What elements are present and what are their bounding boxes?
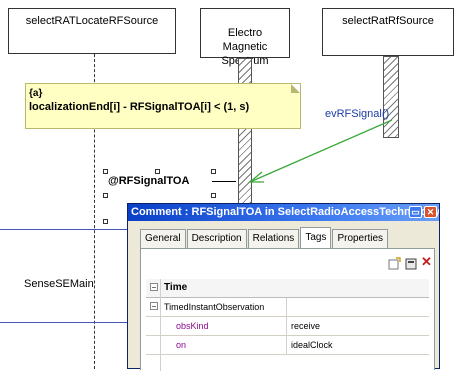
selection-handle[interactable] <box>211 169 216 174</box>
section-title: Time <box>164 282 188 293</box>
new-tag-icon[interactable] <box>388 257 401 270</box>
activation-bar <box>383 56 399 138</box>
restore-icon[interactable]: ▭ <box>409 206 422 218</box>
window-title: Comment : RFSignalTOA in SelectRadioAcce… <box>131 206 439 218</box>
tab-general[interactable]: General <box>140 229 186 248</box>
note-tag: {a} <box>29 88 43 99</box>
tab-properties[interactable]: Properties <box>332 229 389 248</box>
note-expression: localizationEnd[i] - RFSignalTOA[i] < (1… <box>29 101 250 113</box>
stereotype-name: TimedInstantObservation <box>164 302 265 312</box>
lifeline-label: selectRATLocateRFSource <box>25 15 159 27</box>
constraint-note[interactable]: {a} localizationEnd[i] - RFSignalTOA[i] … <box>25 83 301 129</box>
close-icon[interactable]: ✕ <box>424 206 437 218</box>
lifeline-head-selectRATLocateRFSource[interactable]: selectRATLocateRFSource <box>8 8 176 54</box>
grid-left-gutter <box>146 279 161 371</box>
tags-panel: ✕ − Time − TimedInstantObservation obsKi… <box>140 248 435 371</box>
section-header-row: − Time <box>146 279 429 298</box>
lifeline-head-selectRatRfSource[interactable]: selectRatRfSource <box>322 8 454 56</box>
table-row[interactable]: obsKind receive <box>146 317 429 336</box>
tab-relations[interactable]: Relations <box>247 229 300 248</box>
stereotype-row: − TimedInstantObservation <box>146 298 429 317</box>
observation-label[interactable]: @RFSignalTOA <box>108 175 190 187</box>
tag-value[interactable]: receive <box>291 321 321 331</box>
frame-border <box>0 229 128 230</box>
delete-tag-icon[interactable]: ✕ <box>421 254 432 269</box>
frame-label: SenseSEMain <box>24 278 94 290</box>
edit-tag-icon[interactable] <box>405 257 418 270</box>
collapse-icon[interactable]: − <box>150 302 158 311</box>
tag-name: obsKind <box>176 321 209 331</box>
selection-handle[interactable] <box>211 193 216 198</box>
selection-handle[interactable] <box>103 169 108 174</box>
comment-properties-window: Comment : RFSignalTOA in SelectRadioAcce… <box>127 203 440 371</box>
selection-handle[interactable] <box>155 169 160 174</box>
selection-handle[interactable] <box>103 219 108 224</box>
window-titlebar[interactable]: Comment : RFSignalTOA in SelectRadioAcce… <box>128 204 439 221</box>
message-label: evRFSignal() <box>325 108 390 120</box>
tab-description[interactable]: Description <box>186 229 247 248</box>
tags-grid: − Time − TimedInstantObservation obsKind… <box>146 279 429 355</box>
lifeline-line <box>94 54 95 369</box>
table-row[interactable]: on idealClock <box>146 336 429 355</box>
selection-handle[interactable] <box>103 193 108 198</box>
tab-bar: General Description Relations Tags Prope… <box>140 227 389 248</box>
tag-name: on <box>176 340 187 350</box>
tag-value[interactable]: idealClock <box>291 340 333 350</box>
lifeline-label: selectRatRfSource <box>342 15 434 27</box>
observation-connector <box>212 181 236 182</box>
lifeline-head-electromagnetic-spectrum[interactable]: Electro Magnetic Spectrum <box>200 8 290 67</box>
message-arrow[interactable] <box>240 118 400 190</box>
collapse-icon[interactable]: − <box>150 283 158 292</box>
frame-border <box>0 322 128 323</box>
tab-tags[interactable]: Tags <box>300 227 332 248</box>
lifeline-label: Electro Magnetic Spectrum <box>221 27 268 67</box>
